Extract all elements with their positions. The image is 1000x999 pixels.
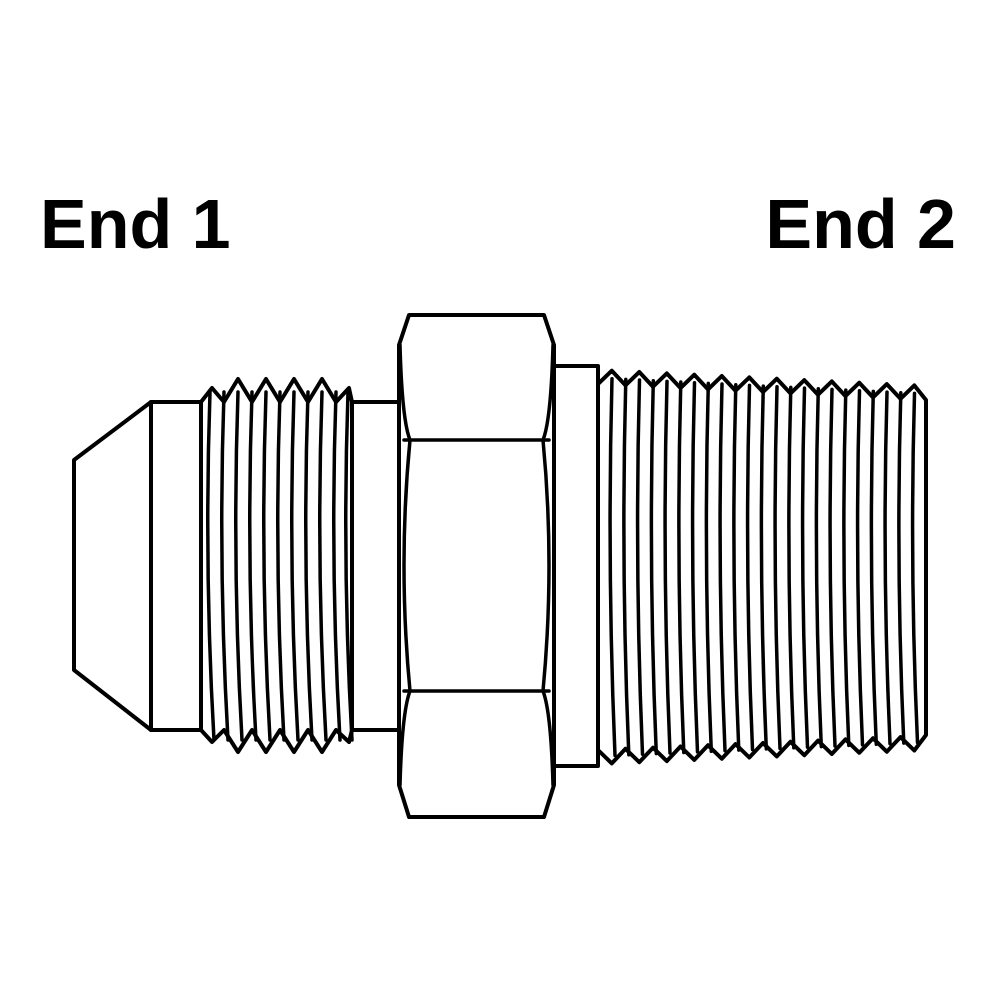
end-2-thread-line [855,389,865,747]
end-1-thread-line [290,390,300,742]
cone-shoulder [149,400,203,732]
end-1-thread-line [276,390,286,742]
end-2-thread-line [773,384,782,751]
end-1-thread-line [332,390,342,742]
end-2-thread-line [718,382,727,753]
end-1-thread-line [206,390,216,742]
end-2-thread-line [622,377,631,757]
end-1-label: End 1 [40,185,231,263]
end-2-thread-line [910,391,920,745]
hex-face-left [402,438,412,693]
end-1-thread-line [234,390,244,742]
end-2-thread-line [663,379,672,755]
end-2-thread-line [883,390,892,746]
hex-lower-chamfer [398,689,555,787]
end-2-thread-line [732,382,741,752]
end-2-thread [596,368,928,766]
end-1-thread [199,377,354,754]
end-1-thread-line [318,390,328,742]
end-2-thread-line [704,381,714,754]
end-2-thread-line [787,385,796,750]
end-1-neck [350,400,402,732]
end-1-thread-line [248,390,258,742]
end-2-thread-line [677,380,686,755]
end-2-thread-line [828,387,837,748]
end-2-thread-line [608,376,617,758]
end-2-thread-line [635,378,645,756]
hex-nut [397,313,556,819]
hex-upper-chamfer [398,343,555,442]
end-2-label: End 2 [765,185,956,263]
hex-outline [397,313,556,819]
end-2-thread-line [759,384,769,751]
end-2-thread-line [869,389,879,747]
end-1-thread-line [262,390,272,742]
end-1-thread-line [220,390,230,742]
hex-face-right [541,438,551,693]
end-2-thread-line [800,386,810,749]
flare-cone [72,400,153,732]
end-2-thread-line [814,386,824,749]
end-2-thread-line [897,391,906,745]
end-2-thread-line [649,378,659,756]
end-1-thread-line [304,390,314,742]
end-2-thread-line [745,383,755,752]
end-2-thread-line [690,380,700,754]
end-2-shoulder [552,364,600,768]
end-2-thread-line [842,388,851,748]
end-1-thread-line [344,390,354,742]
